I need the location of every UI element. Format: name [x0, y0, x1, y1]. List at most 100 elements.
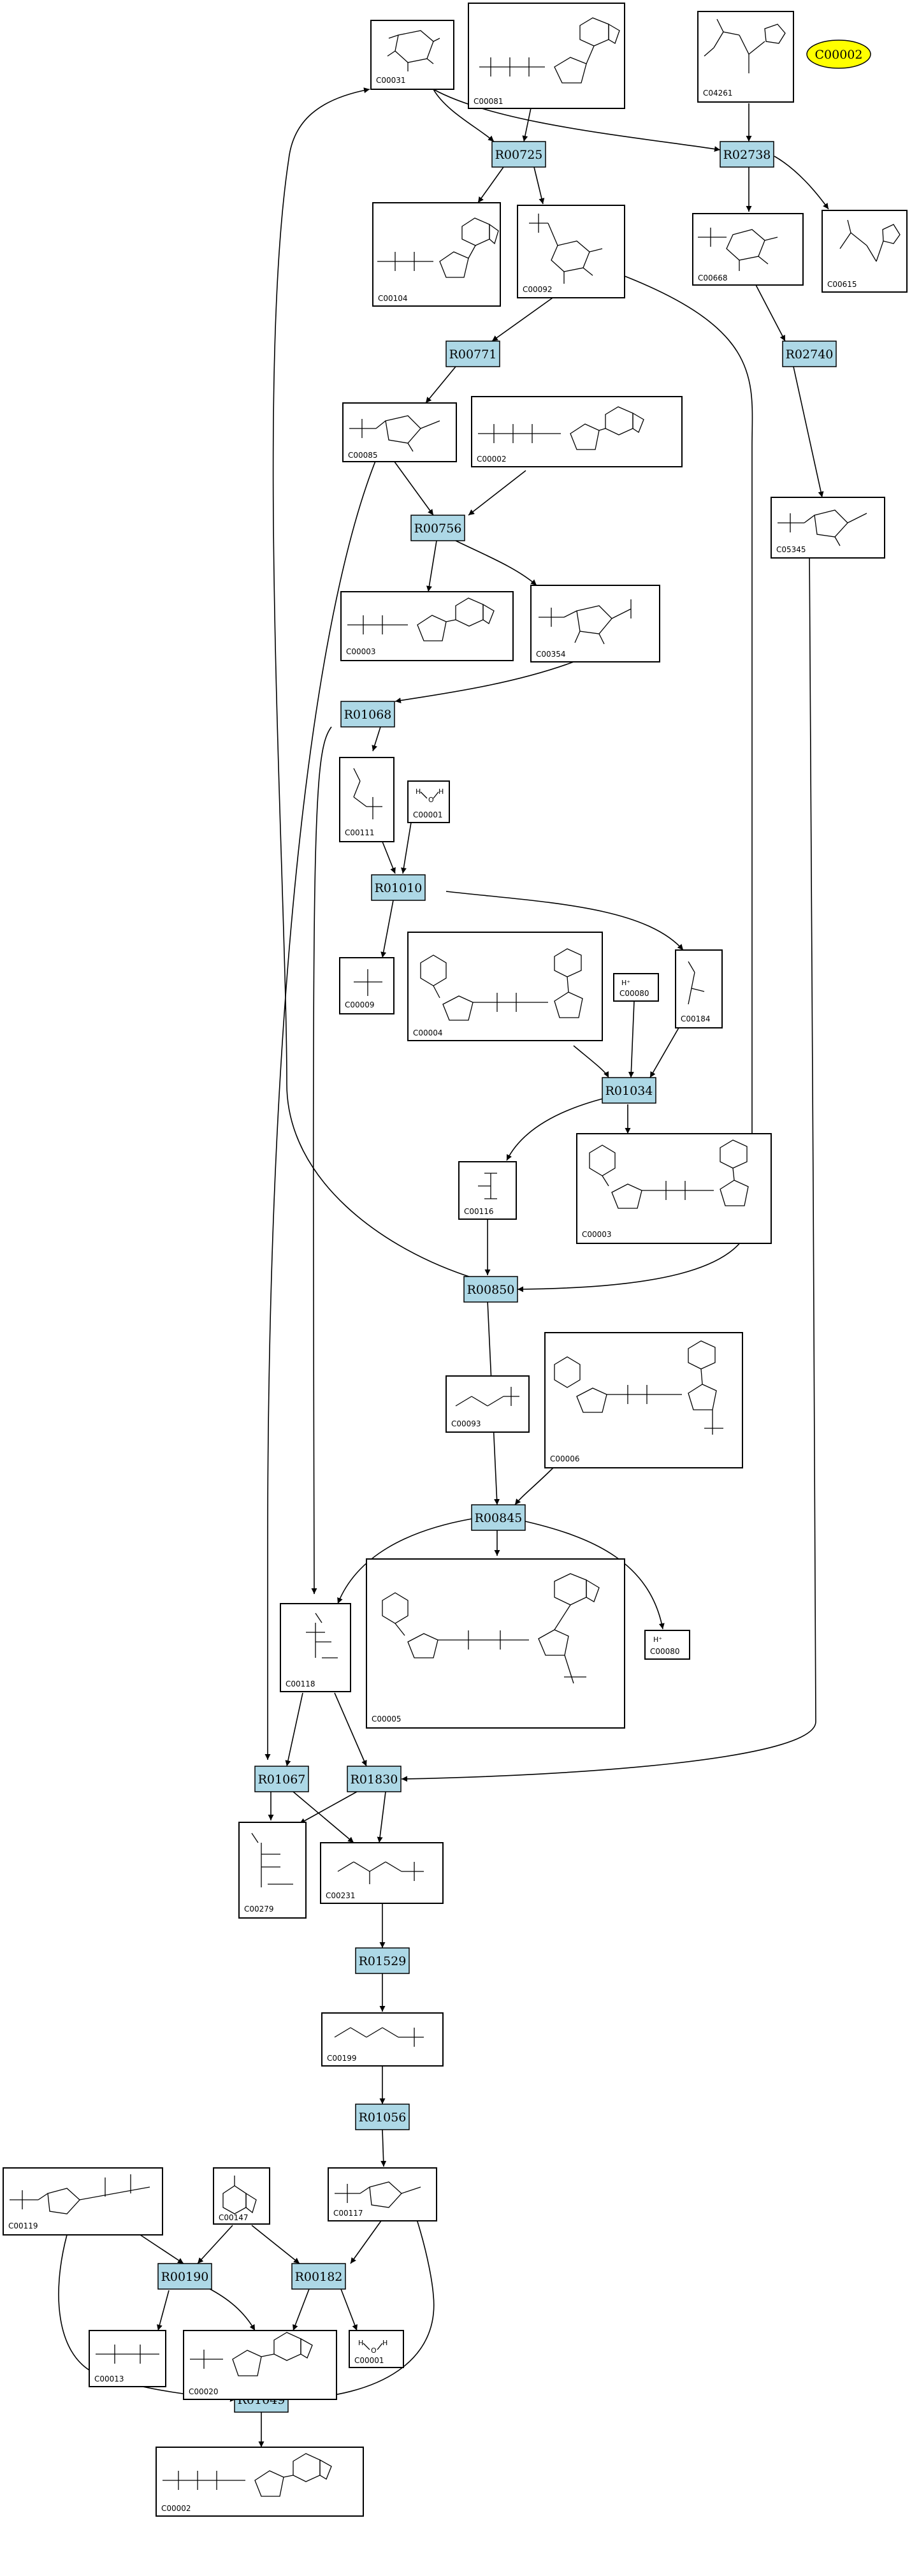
reaction-r01068[interactable]: R01068 — [340, 701, 395, 728]
compound-c00002-b[interactable]: C00002 — [156, 2447, 364, 2517]
compound-c00354[interactable]: C00354 — [530, 585, 660, 662]
svg-text:C00199: C00199 — [327, 2054, 357, 2063]
compound-c00080-b[interactable]: H⁺ C00080 — [644, 1630, 690, 1660]
compound-c00119[interactable]: C00119 — [3, 2167, 163, 2236]
compound-c04261[interactable]: C04261 — [697, 11, 794, 103]
structure-drawing — [554, 1340, 723, 1435]
compound-c00093[interactable]: C00093 — [445, 1375, 530, 1433]
reaction-r01529[interactable]: R01529 — [355, 1947, 410, 1974]
compound-c00117[interactable]: C00117 — [328, 2167, 437, 2221]
reaction-r00725[interactable]: R00725 — [491, 141, 546, 168]
svg-text:R00725: R00725 — [495, 148, 543, 162]
svg-text:H⁺: H⁺ — [621, 979, 630, 987]
compound-c00092[interactable]: C00092 — [517, 205, 625, 298]
svg-text:C00002: C00002 — [477, 455, 507, 464]
svg-text:C00003: C00003 — [346, 647, 376, 656]
compound-c00003[interactable]: C00003 — [576, 1133, 772, 1244]
compound-c00081[interactable]: C00081 — [468, 3, 625, 109]
svg-text:R01034: R01034 — [605, 1084, 653, 1098]
svg-text:C00279: C00279 — [244, 1905, 274, 1914]
reaction-r00845[interactable]: R00845 — [471, 1504, 526, 1531]
svg-text:O: O — [371, 2346, 377, 2355]
svg-text:R00756: R00756 — [414, 522, 462, 536]
svg-text:R00845: R00845 — [475, 1511, 523, 1525]
reaction-r00850[interactable]: R00850 — [463, 1276, 518, 1303]
compound-c00005[interactable]: C00005 — [366, 1558, 625, 1729]
structure-drawing — [704, 18, 786, 73]
svg-text:R01529: R01529 — [359, 1954, 407, 1968]
reaction-r01034[interactable]: R01034 — [602, 1077, 656, 1104]
svg-text:C00119: C00119 — [8, 2221, 38, 2230]
structure-drawing — [478, 406, 644, 450]
svg-text:R02740: R02740 — [786, 348, 834, 362]
structure-drawing — [306, 1613, 338, 1658]
compound-c00104[interactable]: C00104 — [372, 202, 501, 307]
svg-text:R01010: R01010 — [375, 881, 423, 895]
structure-drawing — [455, 1387, 519, 1407]
structure-drawing — [382, 1573, 600, 1684]
compound-c00184[interactable]: C00184 — [675, 949, 723, 1028]
structure-drawing — [387, 30, 440, 71]
compound-c00085[interactable]: C00085 — [342, 402, 457, 462]
compound-c00001-b[interactable]: H O H C00001 — [349, 2330, 404, 2368]
svg-text:C00081: C00081 — [474, 97, 503, 106]
compound-c00118[interactable]: C00118 — [280, 1603, 351, 1692]
reaction-r01056[interactable]: R01056 — [355, 2104, 410, 2130]
reaction-r02738[interactable]: R02738 — [720, 141, 774, 168]
compounds: C00031 C00081 C — [3, 3, 908, 2517]
structure-drawing — [353, 768, 382, 819]
svg-text:H⁺: H⁺ — [653, 1636, 662, 1644]
svg-text:C00009: C00009 — [345, 1000, 375, 1009]
compound-c00279[interactable]: C00279 — [238, 1822, 307, 1919]
reaction-r01830[interactable]: R01830 — [347, 1766, 402, 1792]
svg-text:C00111: C00111 — [345, 828, 375, 837]
compound-c00111[interactable]: C00111 — [339, 757, 394, 842]
svg-text:C00615: C00615 — [827, 280, 857, 289]
reaction-r00190[interactable]: R00190 — [157, 2263, 212, 2290]
compound-c00009[interactable]: C00009 — [339, 957, 394, 1014]
reaction-r00771[interactable]: R00771 — [445, 340, 500, 367]
map-node-label: C00002 — [815, 48, 863, 62]
compound-c05345[interactable]: C05345 — [771, 497, 885, 559]
svg-text:C00020: C00020 — [189, 2387, 219, 2396]
compound-c00004[interactable]: C00004 — [407, 932, 603, 1041]
compound-c00116[interactable]: C00116 — [458, 1161, 517, 1220]
svg-text:C04261: C04261 — [703, 89, 733, 98]
compound-c00615[interactable]: C00615 — [822, 210, 908, 293]
compound-c00020[interactable]: C00020 — [183, 2330, 337, 2400]
structure-drawing — [222, 2176, 257, 2214]
reaction-r00182[interactable]: R00182 — [291, 2263, 346, 2290]
compound-c00031[interactable]: C00031 — [370, 20, 454, 90]
compound-c00001-a[interactable]: H O H C00001 — [407, 780, 450, 823]
svg-text:C00104: C00104 — [378, 294, 408, 303]
structure-drawing — [688, 961, 705, 1005]
svg-text:C00231: C00231 — [326, 1891, 356, 1900]
reaction-r00756[interactable]: R00756 — [410, 515, 465, 541]
reaction-r02740[interactable]: R02740 — [782, 340, 837, 367]
svg-text:C00001: C00001 — [354, 2356, 384, 2365]
compound-c00002-a[interactable]: C00002 — [471, 396, 683, 467]
svg-text:C00080: C00080 — [650, 1647, 680, 1656]
compound-c00013[interactable]: C00013 — [89, 2330, 166, 2387]
compound-c00199[interactable]: C00199 — [321, 2012, 444, 2067]
compound-c00147[interactable]: C00147 — [213, 2167, 270, 2225]
svg-text:C00004: C00004 — [413, 1028, 443, 1037]
compound-c00080-a[interactable]: H⁺ C00080 — [613, 973, 659, 1002]
map-node-c00002[interactable]: C00002 — [806, 40, 871, 69]
svg-text:R01068: R01068 — [344, 708, 392, 722]
reaction-r01010[interactable]: R01010 — [371, 874, 426, 901]
structure-drawing — [349, 415, 440, 452]
svg-text:C00354: C00354 — [536, 650, 566, 659]
compound-c00003-adp[interactable]: C00003 — [340, 591, 514, 661]
structure-drawing — [96, 2345, 159, 2364]
reactions: R00725 R02738 R00771 R02740 R00756 R0106… — [157, 141, 837, 2413]
compound-c00231[interactable]: C00231 — [320, 1842, 444, 1904]
reaction-r01067[interactable]: R01067 — [254, 1766, 309, 1792]
structure-drawing — [190, 2332, 313, 2376]
compound-c00668[interactable]: C00668 — [692, 213, 804, 286]
svg-text:C00668: C00668 — [698, 274, 728, 282]
svg-text:C00006: C00006 — [550, 1454, 580, 1463]
structure-drawing — [778, 509, 867, 546]
compound-c00006[interactable]: C00006 — [544, 1332, 743, 1468]
